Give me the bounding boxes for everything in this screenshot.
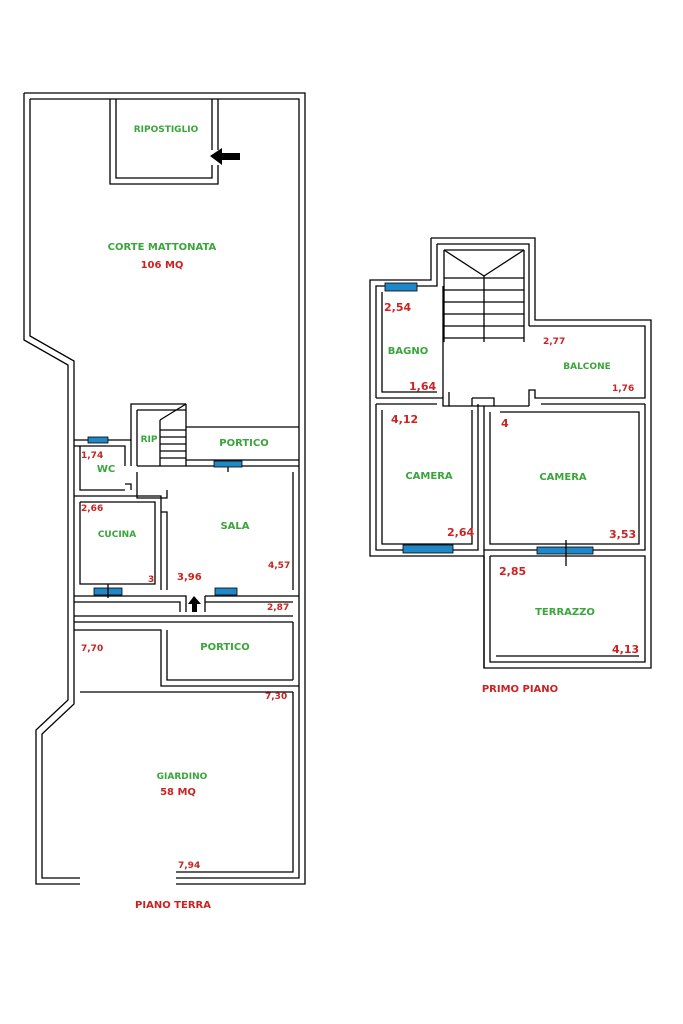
dimension-label: 3,53 <box>609 528 636 541</box>
dimension-label: 4,12 <box>391 413 418 426</box>
room-label-rip: RIP <box>141 435 158 445</box>
room-label-terrazzo: TERRAZZO <box>535 607 595 618</box>
first-floor-walls <box>369 237 652 669</box>
room-label-ripostiglio: RIPOSTIGLIO <box>134 125 199 135</box>
room-label-giardino: GIARDINO <box>157 772 208 782</box>
room-label-wc: WC <box>97 464 115 475</box>
area-label-giardino: 58 MQ <box>160 787 196 798</box>
room-label-balcone: BALCONE <box>563 362 611 372</box>
dimension-label: 4,57 <box>268 561 290 571</box>
dimension-label: 7,30 <box>265 692 287 702</box>
room-label-bagno: BAGNO <box>388 346 428 357</box>
room-label-camera-right: CAMERA <box>539 472 587 483</box>
window <box>87 436 109 444</box>
dimension-label: 2,54 <box>384 301 411 314</box>
ground-floor-walls <box>23 92 306 885</box>
room-label-portico-bottom: PORTICO <box>200 642 249 653</box>
room-label-corte: CORTE MATTONATA <box>108 242 217 253</box>
dimension-label: 4,13 <box>612 643 639 656</box>
dimension-label: 1,64 <box>409 380 436 393</box>
dimension-label: 1,76 <box>612 384 634 394</box>
floor-title-primo-piano: PRIMO PIANO <box>482 684 558 695</box>
floor-title-piano-terra: PIANO TERRA <box>135 900 211 911</box>
dimension-label: 2,87 <box>267 603 289 613</box>
dimension-label: 7,94 <box>178 861 200 871</box>
room-label-camera-left: CAMERA <box>405 471 453 482</box>
window <box>213 460 243 468</box>
entrance-arrow-icon <box>210 148 240 165</box>
dimension-label: 7,70 <box>81 644 103 654</box>
window <box>384 282 418 292</box>
dimension-label: 2,64 <box>447 526 474 539</box>
window <box>214 587 238 596</box>
dimension-label: 3,96 <box>177 572 202 583</box>
dimension-label: 4 <box>501 417 509 430</box>
window <box>402 544 454 554</box>
dimension-label: 2,66 <box>81 504 103 514</box>
dimension-label: 1,74 <box>81 451 103 461</box>
entrance-arrow-icon <box>188 596 201 612</box>
room-label-portico-top: PORTICO <box>219 438 268 449</box>
dimension-label: 2,77 <box>543 337 565 347</box>
dimension-label: 3 <box>148 575 154 585</box>
area-label-corte: 106 MQ <box>141 260 184 271</box>
dimension-label: 2,85 <box>499 565 526 578</box>
room-label-cucina: CUCINA <box>98 530 136 540</box>
window <box>536 546 594 555</box>
room-label-sala: SALA <box>220 521 249 532</box>
